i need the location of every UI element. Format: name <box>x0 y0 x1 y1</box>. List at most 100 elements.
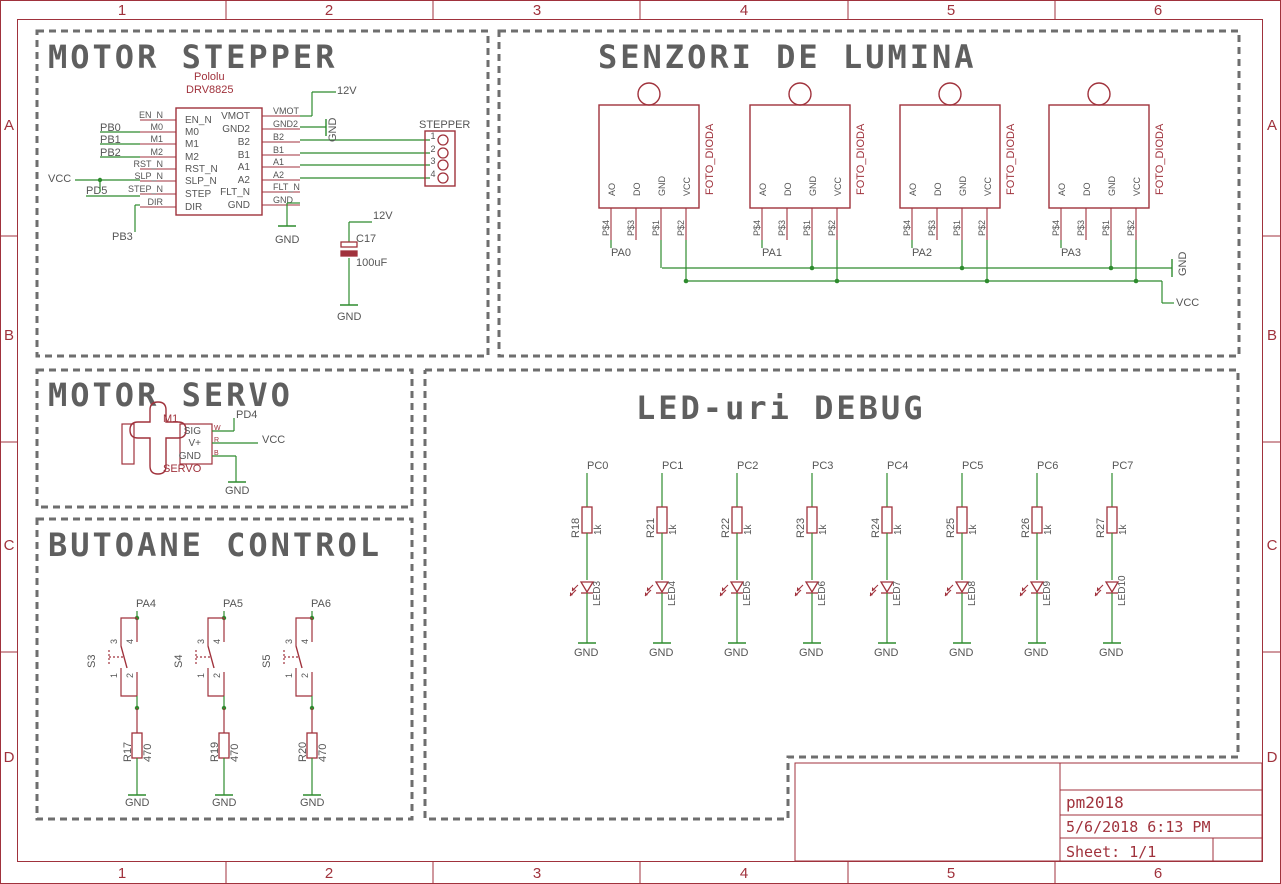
switch-terminal <box>295 672 312 697</box>
led-diode <box>1104 581 1120 594</box>
section-title-buttons: BUTOANE CONTROL <box>48 526 382 564</box>
resistor-value: 470 <box>229 744 241 762</box>
servo-pin-label: SIG <box>184 426 201 437</box>
photodiode-pin-label: GND <box>958 176 968 197</box>
net-gnd-driver: GND <box>275 234 300 246</box>
led-ref: LED9 <box>1042 581 1053 606</box>
stepper-connector-pin <box>437 147 449 159</box>
button-net-label: PA6 <box>311 598 331 610</box>
led-diode <box>729 581 745 594</box>
servo-pin-code: W <box>214 425 221 432</box>
switch-ref: S4 <box>173 655 185 668</box>
stepper-connector-pin-number: 4 <box>430 169 435 179</box>
driver-right-pin-label: GND2 <box>222 124 250 135</box>
led-resistor <box>1031 506 1043 534</box>
photodiode-pin-label: GND <box>808 176 818 197</box>
frame-col-top-label: 4 <box>740 2 748 19</box>
led-ref: LED3 <box>592 581 603 606</box>
driver-model: DRV8825 <box>186 84 234 96</box>
driver-right-pin-label: A2 <box>238 175 251 186</box>
sensor-net-label: PA2 <box>912 247 932 259</box>
led-resistor-ref: R26 <box>1020 518 1032 538</box>
stepper-connector-name: STEPPER <box>419 119 470 131</box>
button-net-label: PA4 <box>136 598 156 610</box>
led-ref: LED10 <box>1117 575 1128 606</box>
servo-ref: M1 <box>163 413 178 425</box>
stepper-connector-pin <box>437 172 449 184</box>
resistor-ref: R17 <box>122 742 134 762</box>
capacitor-c17: 12V C17 100uF GND <box>337 210 393 323</box>
cap-value: 100uF <box>356 257 387 269</box>
junction-dot <box>683 278 689 284</box>
net-pb2: PB2 <box>100 147 121 159</box>
led-net-label: PC6 <box>1037 460 1058 472</box>
photodiode-pad-label: P$4 <box>902 220 912 236</box>
photodiode-pad-label: P$1 <box>651 220 661 236</box>
switch-pin-number: 2 <box>212 673 222 678</box>
driver-left-pin-label: EN_N <box>185 115 212 126</box>
net-12v-driver: 12V <box>337 85 357 97</box>
cap-name: C17 <box>356 233 376 245</box>
driver-right-net-label: B2 <box>273 132 284 142</box>
switch-pin-number: 1 <box>284 673 294 678</box>
led-resistor-value: 1k <box>893 523 904 535</box>
driver-right-pin-label: FLT_N <box>220 187 250 198</box>
driver-right-net-label: FLT_N <box>273 182 300 192</box>
button-net-label: PA5 <box>223 598 243 610</box>
photodiode-pad-label: P$2 <box>977 220 987 236</box>
driver-left-net-label: RST_N <box>133 159 163 169</box>
photodiode-pad-label: P$1 <box>952 220 962 236</box>
section-title-leds: LED-uri DEBUG <box>636 389 925 427</box>
driver-right-pin-label: B2 <box>238 137 251 148</box>
led-gnd-label: GND <box>649 647 674 659</box>
photodiode-lens <box>637 82 661 106</box>
led-resistor-ref: R27 <box>1095 518 1107 538</box>
frame-col-top-label: 2 <box>325 2 333 19</box>
photodiode-pad-label: P$3 <box>927 220 937 236</box>
switch-terminal <box>120 672 137 697</box>
switch-terminal <box>295 617 312 642</box>
driver-right-pin-label: A1 <box>238 162 251 173</box>
led-gnd-label: GND <box>1099 647 1124 659</box>
photodiode-pin-label: AO <box>758 183 768 196</box>
photodiode-pad-label: P$4 <box>752 220 762 236</box>
driver-left-pin-label: SLP_N <box>185 176 217 187</box>
driver-brand: Pololu <box>194 71 225 83</box>
switch-pin-number: 4 <box>300 639 310 644</box>
frame-col-top-label: 1 <box>118 2 126 19</box>
net-pb0: PB0 <box>100 122 121 134</box>
frame-row-left-label: C <box>4 537 15 554</box>
servo-pin-code: B <box>214 450 219 457</box>
photodiode-part-label: FOTO_DIODA <box>855 123 867 195</box>
resistor-value: 470 <box>142 744 154 762</box>
title-block: pm2018 5/6/2018 6:13 PM Sheet: 1/1 <box>794 762 1263 862</box>
led-gnd-label: GND <box>949 647 974 659</box>
cap-gnd: GND <box>337 311 362 323</box>
frame-col-bottom-label: 6 <box>1154 865 1162 882</box>
photodiode-body <box>749 104 851 209</box>
driver-left-net-label: SLP_N <box>134 171 163 181</box>
led-gnd-label: GND <box>574 647 599 659</box>
resistor-value: 470 <box>317 744 329 762</box>
frame-row-left-label: A <box>4 117 14 134</box>
net-gnd2-vertical: GND <box>327 118 339 143</box>
servo-gnd: GND <box>225 485 250 497</box>
switch-pin-number: 1 <box>109 673 119 678</box>
driver-left-pin-label: RST_N <box>185 164 218 175</box>
led-diode <box>954 581 970 594</box>
driver-left-net-label: DIR <box>148 197 164 207</box>
led-resistor-ref: R18 <box>570 518 582 538</box>
photodiode-pin-label: GND <box>1107 176 1117 197</box>
section-title-light-sensors: SENZORI DE LUMINA <box>598 38 977 76</box>
frame-col-bottom-label: 5 <box>947 865 955 882</box>
driver-right-pin-label: GND <box>228 200 250 211</box>
frame-row-left-label: D <box>4 749 15 766</box>
led-ref: LED7 <box>892 581 903 606</box>
led-resistor-ref: R22 <box>720 518 732 538</box>
